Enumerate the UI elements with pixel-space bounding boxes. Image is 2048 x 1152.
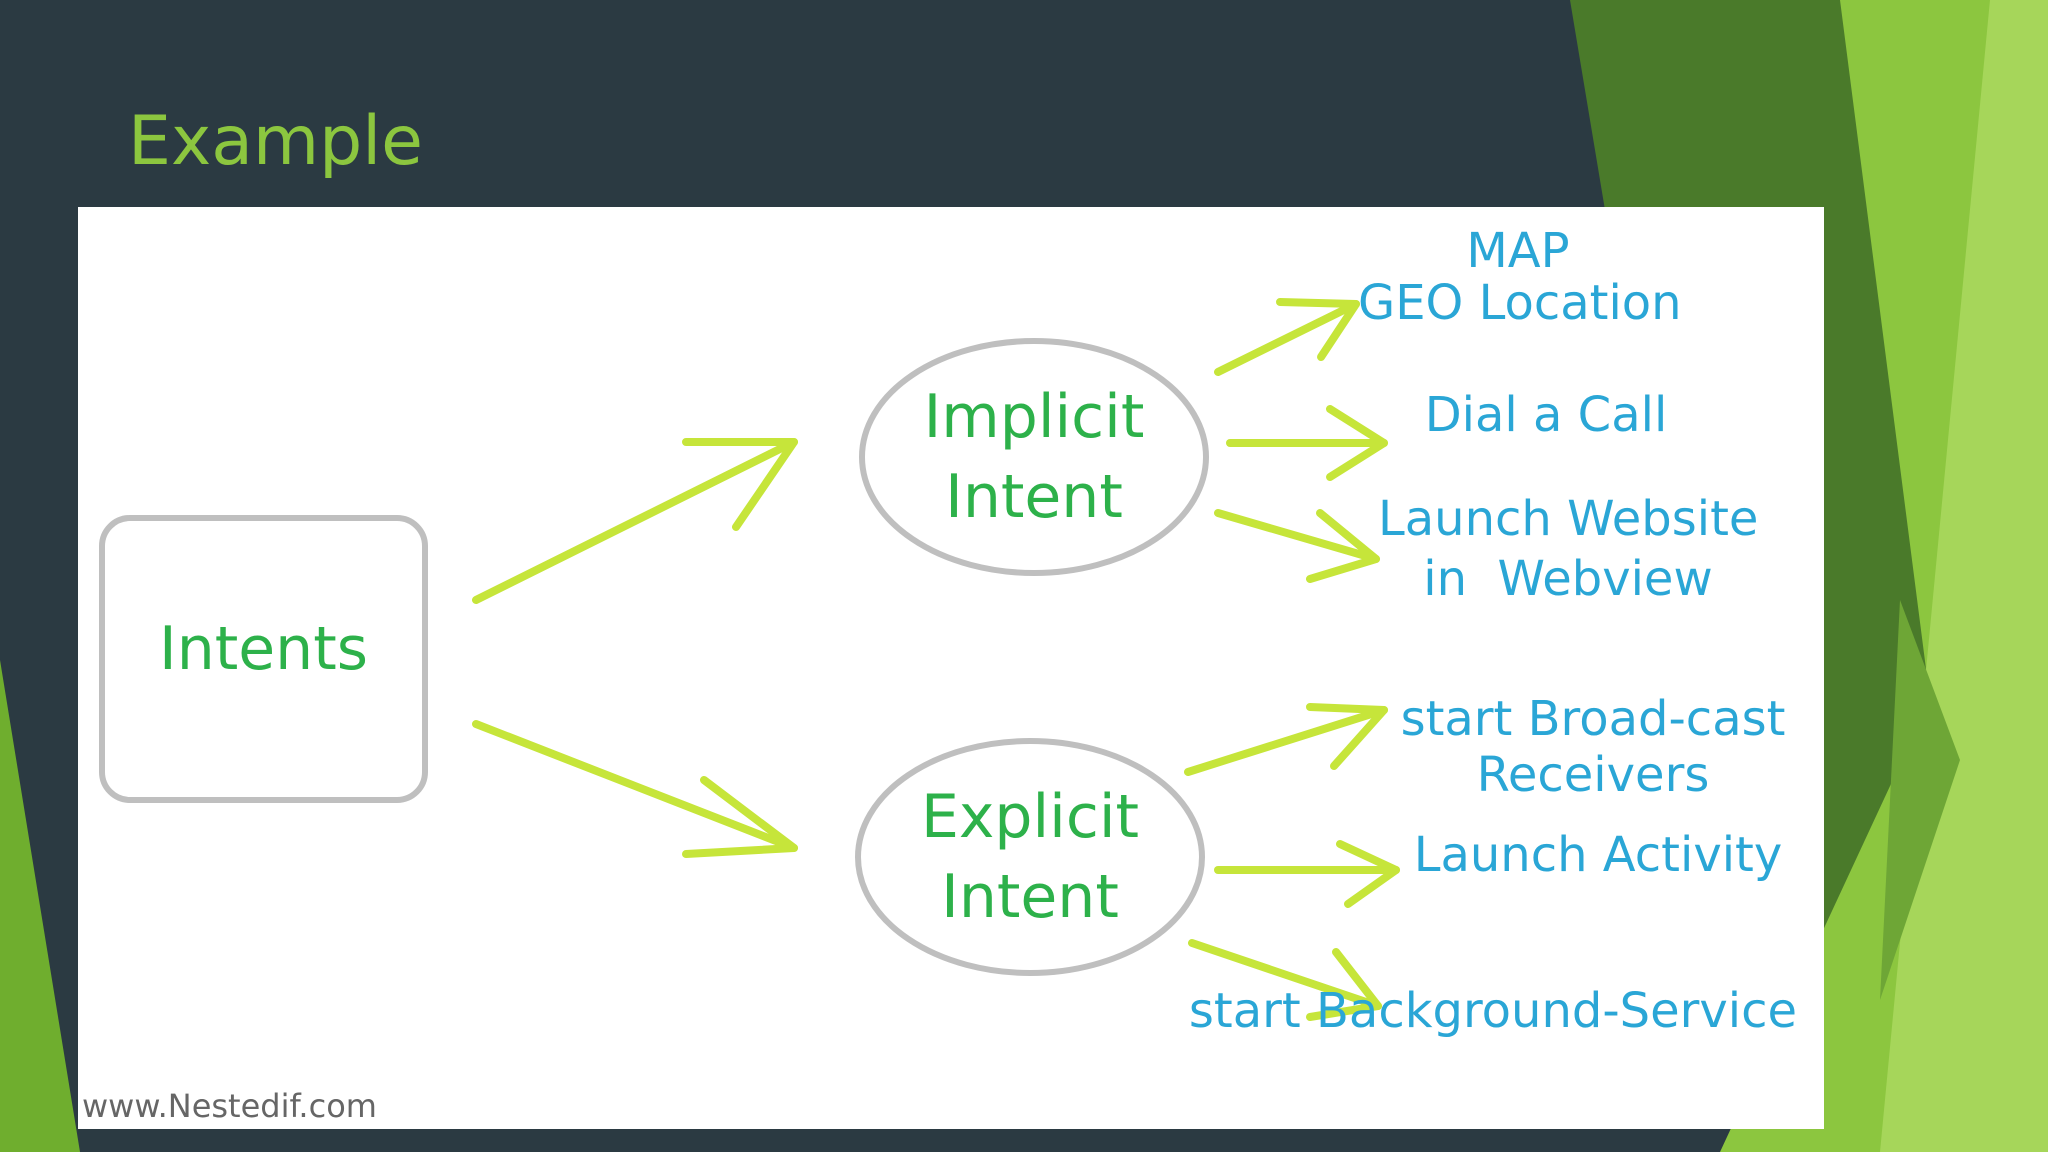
watermark: www.Nestedif.com bbox=[82, 1087, 377, 1125]
arrow-to-broadcast bbox=[1184, 703, 1388, 776]
implicit-ellipse bbox=[859, 338, 1209, 576]
target-launch-website: Launch Website in Webview bbox=[1378, 491, 1759, 607]
intents-label: Intents bbox=[159, 614, 368, 684]
intents-box bbox=[99, 515, 428, 803]
arrow-to-dial bbox=[1226, 405, 1388, 481]
target-background-service: start Background-Service bbox=[1188, 983, 1798, 1039]
arrow-to-explicit bbox=[472, 720, 798, 858]
target-dial-call: Dial a Call bbox=[1424, 387, 1668, 443]
arrow-to-background bbox=[1188, 939, 1382, 1021]
diagram-panel: Intents Implicit Intent Explicit Intent … bbox=[78, 207, 1824, 1129]
arrow-to-implicit bbox=[472, 438, 798, 604]
arrow-to-website bbox=[1214, 509, 1380, 583]
target-launch-activity: Launch Activity bbox=[1413, 827, 1783, 883]
slide-title: Example bbox=[128, 102, 424, 181]
explicit-intent-label: Explicit Intent bbox=[920, 782, 1140, 932]
arrow-to-map bbox=[1214, 298, 1360, 376]
implicit-intent-label: Implicit Intent bbox=[923, 382, 1145, 532]
arrow-to-activity bbox=[1214, 840, 1400, 908]
explicit-ellipse bbox=[855, 738, 1205, 976]
diagram-shapes bbox=[99, 298, 1400, 1021]
target-map-geo: MAP GEO Location bbox=[1358, 223, 1682, 331]
target-broadcast-receivers: start Broad-cast Receivers bbox=[1400, 691, 1786, 803]
